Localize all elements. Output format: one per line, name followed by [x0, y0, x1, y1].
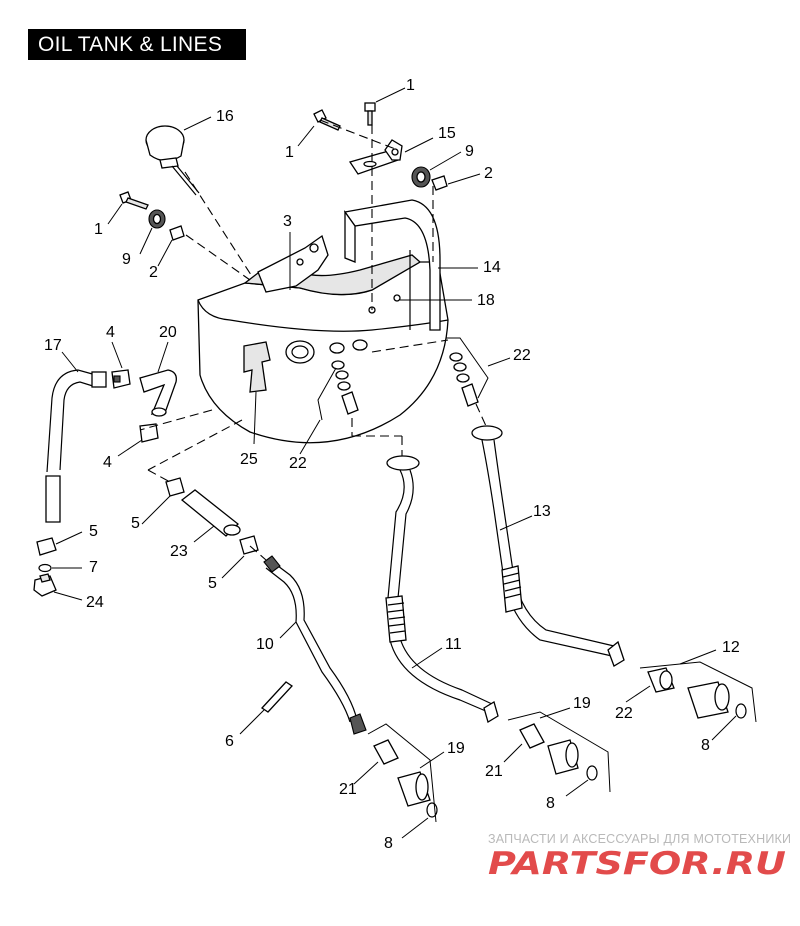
callout-22-right: 22	[513, 347, 531, 364]
callout-18: 18	[477, 292, 495, 309]
callout-23: 23	[170, 543, 188, 560]
callout-22-left: 22	[289, 455, 307, 472]
callout-3: 3	[283, 213, 292, 230]
callout-17: 17	[44, 337, 62, 354]
callout-6: 6	[225, 733, 234, 750]
clamp-4-upper	[111, 369, 131, 389]
callout-24: 24	[86, 594, 104, 611]
callout-9-left: 9	[122, 251, 131, 268]
callout-5-lower: 5	[208, 575, 217, 592]
callout-2-left: 2	[149, 264, 158, 281]
page-title: OIL TANK & LINES	[28, 29, 246, 60]
bolt-top	[364, 102, 376, 126]
clamp-5-upper	[165, 477, 185, 497]
callout-7: 7	[89, 559, 98, 576]
fittings-22-left	[331, 360, 359, 415]
callout-10: 10	[256, 636, 274, 653]
hose-23	[180, 489, 241, 537]
watermark-tagline: ЗАПЧАСТИ И АКСЕССУАРЫ ДЛЯ МОТОТЕХНИКИ	[488, 832, 792, 846]
watermark-brand-mid: FOR	[623, 846, 711, 880]
leader-lines	[52, 87, 737, 839]
callout-21-right: 21	[485, 763, 503, 780]
clamp-5-loose	[36, 537, 57, 556]
fitting-group-19-right	[519, 723, 598, 781]
callout-2-upper: 2	[484, 165, 493, 182]
callout-11: 11	[445, 636, 462, 653]
callout-4-lower: 4	[103, 454, 112, 471]
callout-1-mid: 1	[285, 144, 294, 161]
callout-4-upper: 4	[106, 324, 115, 341]
fittings-22-right	[449, 352, 479, 407]
tank-cover	[343, 199, 441, 331]
callout-25: 25	[240, 451, 258, 468]
clip-6	[261, 681, 293, 713]
dipstick-cap	[145, 125, 200, 196]
callout-1-left: 1	[94, 221, 103, 238]
callout-19-right: 19	[573, 695, 591, 712]
grommet-left	[148, 209, 166, 229]
spacer-upper	[431, 175, 448, 191]
hose-17	[45, 369, 107, 523]
clamp-4-lower	[139, 423, 159, 443]
mount-bracket	[348, 139, 403, 175]
watermark-brand-right: .RU	[711, 846, 786, 880]
group-brackets	[317, 337, 757, 823]
bolt-left-lower	[119, 191, 149, 210]
bolt-left-upper	[313, 109, 341, 131]
line-10	[263, 555, 367, 735]
fitting-group-19-left	[373, 739, 438, 818]
fitting-group-12	[647, 667, 747, 719]
callout-22-lower: 22	[615, 705, 633, 722]
callout-5-upper: 5	[131, 515, 140, 532]
callout-5-loose: 5	[89, 523, 98, 540]
callout-8-middle: 8	[546, 795, 555, 812]
callout-14: 14	[483, 259, 501, 276]
callout-12: 12	[722, 639, 740, 656]
callout-20: 20	[159, 324, 177, 341]
line-13	[471, 425, 625, 667]
assembly-lines	[139, 119, 487, 561]
callout-16: 16	[216, 108, 234, 125]
callout-21-left: 21	[339, 781, 357, 798]
elbow-hose-20	[139, 369, 177, 417]
callout-9-upper: 9	[465, 143, 474, 160]
callout-15: 15	[438, 125, 456, 142]
watermark-brand-left: PARTS	[488, 846, 623, 880]
callout-19-left: 19	[447, 740, 465, 757]
callout-1-top: 1	[406, 77, 415, 94]
callout-8-left: 8	[384, 835, 393, 852]
callout-8-right: 8	[701, 737, 710, 754]
o-ring-7	[38, 563, 52, 573]
oil-tank	[197, 234, 449, 444]
grommet-upper	[411, 166, 431, 188]
drain-plug-24	[33, 573, 57, 597]
spacer-left	[169, 225, 185, 241]
callout-13: 13	[533, 503, 551, 520]
line-11	[385, 455, 499, 723]
